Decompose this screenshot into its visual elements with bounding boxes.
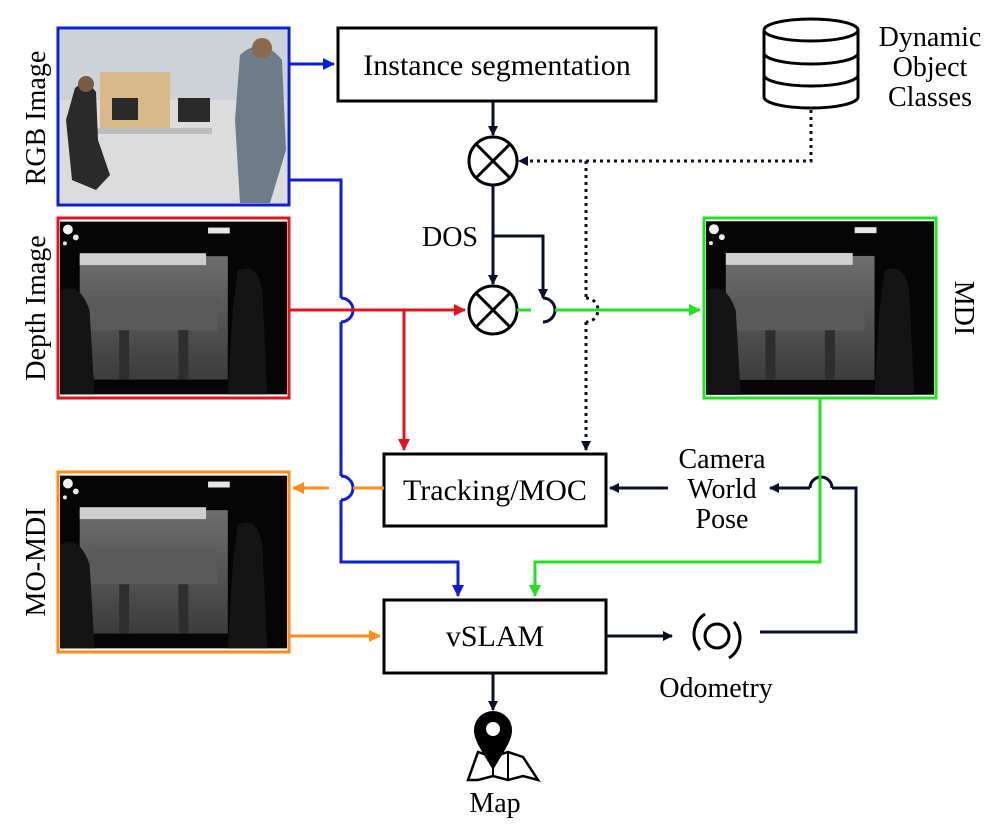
multiply-node-bottom — [467, 284, 519, 336]
depth-connectors — [289, 304, 466, 451]
dynamic-object-classes-label-2: Object — [893, 52, 968, 83]
camera-pose-label-2: World — [687, 474, 756, 505]
mdi-image-panel — [702, 216, 938, 400]
depth-image-panel — [56, 216, 291, 400]
tracking-moc-box — [382, 452, 608, 528]
rgb-connectors — [289, 58, 464, 597]
instance-segmentation-box — [336, 26, 658, 103]
mo-mdi-image-panel — [56, 470, 291, 654]
rgb-image-panel — [56, 26, 291, 207]
camera-pose-label-3: Pose — [696, 504, 749, 535]
map-pin-icon — [466, 711, 541, 783]
dos-label: DOS — [422, 222, 478, 253]
instance-segmentation-label: Instance segmentation — [363, 49, 630, 82]
database-icon — [762, 17, 860, 110]
mdi-connectors — [517, 304, 822, 597]
camera-pose-label-1: Camera — [678, 444, 766, 475]
odometry-icon — [692, 612, 742, 660]
vslam-box — [382, 598, 608, 675]
tracking-moc-label: Tracking/MOC — [403, 474, 587, 507]
vslam-label: vSLAM — [446, 620, 544, 653]
mdi-label: MDI — [948, 281, 979, 335]
odometry-label: Odometry — [659, 673, 773, 704]
dotted-connectors — [518, 110, 813, 451]
mo-mdi-label: MO-MDI — [21, 508, 52, 617]
map-label: Map — [469, 788, 520, 819]
multiply-node-top — [467, 135, 519, 187]
depth-image-label: Depth Image — [21, 235, 52, 380]
dynamic-object-classes-label-3: Classes — [888, 82, 972, 113]
mo-mdi-connectors — [289, 482, 384, 642]
dynamic-object-classes-label-1: Dynamic — [879, 22, 982, 53]
rgb-image-label: RGB Image — [21, 51, 52, 186]
dark-connectors — [488, 101, 858, 711]
